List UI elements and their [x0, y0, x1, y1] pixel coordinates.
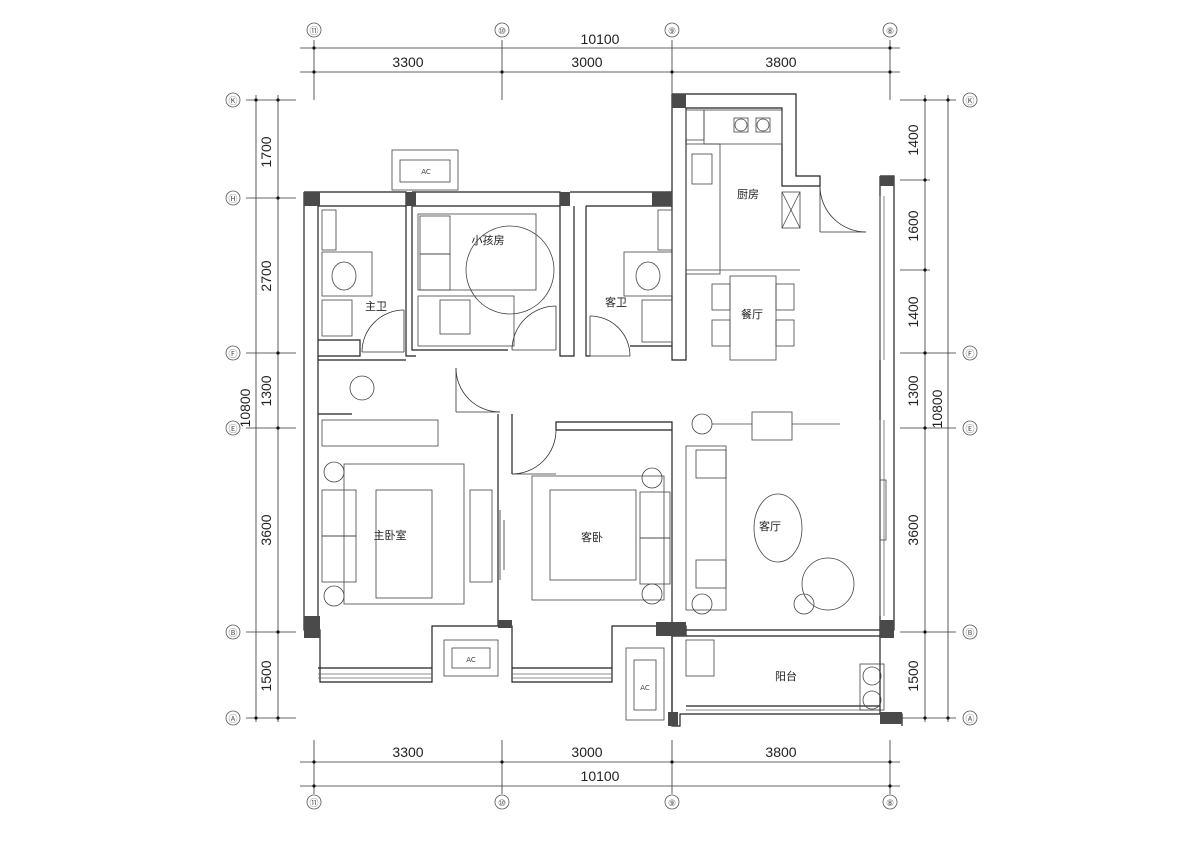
dim-bottom-2: 3000 [571, 744, 602, 760]
dim-left-total: 10800 [237, 388, 253, 427]
dim-left-2: 2700 [258, 260, 274, 291]
dim-top-3: 3800 [765, 54, 796, 70]
dim-bottom-total: 10100 [581, 768, 620, 784]
dim-left-5: 1500 [258, 660, 274, 691]
axis-left-f: Ⓕ [228, 349, 237, 360]
dim-right-6: 1500 [905, 660, 921, 691]
room-master-bath: 主卫 [365, 300, 387, 313]
dim-left-4: 3600 [258, 514, 274, 545]
axis-right-e: Ⓔ [965, 424, 974, 435]
dimension-ticks [254, 46, 950, 788]
axis-bottom-8: ⑧ [886, 799, 894, 809]
furniture [321, 109, 887, 721]
room-master-bedroom: 主卧室 [374, 528, 407, 542]
axis-bottom-10: ⑩ [498, 799, 506, 809]
walls [303, 93, 903, 727]
dim-right-5: 3600 [905, 514, 921, 545]
room-kitchen: 厨房 [737, 188, 759, 201]
dim-bottom-1: 3300 [392, 744, 423, 760]
axis-left-k: Ⓚ [228, 96, 237, 107]
room-child: 小孩房 [472, 234, 505, 247]
axis-right-b: Ⓑ [965, 628, 974, 639]
axis-bottom-11: ⑪ [309, 798, 318, 809]
dim-right-2: 1600 [905, 210, 921, 241]
room-balcony: 阳台 [775, 669, 797, 683]
axis-left-b: Ⓑ [228, 628, 237, 639]
dim-top-2: 3000 [571, 54, 602, 70]
axis-right-a: Ⓐ [965, 714, 974, 725]
dim-left-1: 1700 [258, 136, 274, 167]
dim-bottom-3: 3800 [765, 744, 796, 760]
room-dining: 餐厅 [741, 307, 763, 321]
axis-top-10: ⑩ [498, 27, 506, 37]
room-living: 客厅 [759, 519, 781, 533]
ac-label-child: AC [421, 168, 431, 176]
dim-right-total: 10800 [929, 389, 945, 428]
dim-top-total: 10100 [581, 31, 620, 47]
axis-top-9: ⑨ [668, 27, 676, 37]
dimension-lines [246, 40, 956, 794]
columns [304, 94, 902, 726]
axis-top-11: ⑪ [309, 26, 318, 37]
axis-left-h: Ⓗ [228, 194, 237, 205]
axis-bubbles [225, 22, 978, 810]
dim-right-3: 1400 [905, 296, 921, 327]
axis-right-f: Ⓕ [965, 349, 974, 360]
axis-right-k: Ⓚ [965, 96, 974, 107]
dim-top-1: 3300 [392, 54, 423, 70]
dim-left-3: 1300 [258, 375, 274, 406]
room-guest-bath: 客卫 [605, 295, 627, 309]
axis-left-e: Ⓔ [228, 424, 237, 435]
axis-bottom-9: ⑨ [668, 799, 676, 809]
dim-right-1: 1400 [905, 124, 921, 155]
ac-label-guest: AC [640, 684, 650, 692]
windows [318, 196, 885, 711]
ac-label-master: AC [466, 656, 476, 664]
axis-top-8: ⑧ [886, 27, 894, 37]
doors [361, 185, 867, 580]
room-guest-bedroom: 客卧 [581, 530, 603, 544]
axis-left-a: Ⓐ [228, 714, 237, 725]
dim-right-4: 1300 [905, 375, 921, 406]
